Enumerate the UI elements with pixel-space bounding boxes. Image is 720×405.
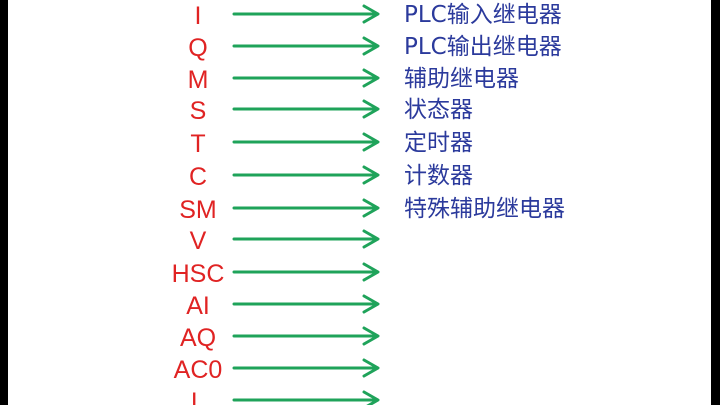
arrow-right-icon [232,99,380,119]
arrow-right-icon [232,132,380,152]
right-letterbox [711,0,720,405]
arrow-right-icon [232,390,380,405]
left-letterbox [0,0,8,405]
register-code: I [194,2,202,30]
arrow-right-icon [232,165,380,185]
mapping-row: C 计数器 [8,161,711,193]
arrow-right-icon [232,358,380,378]
arrow-right-icon [232,36,380,56]
mapping-row: SM 特殊辅助继电器 [8,194,711,226]
register-description: 特殊辅助继电器 [404,196,565,222]
register-code: Q [188,34,208,62]
register-description: PLC输入继电器 [404,2,562,28]
register-code: AQ [179,324,217,352]
register-code: T [190,130,206,158]
mapping-row: M 辅助继电器 [8,64,711,96]
register-code: M [187,66,209,94]
mapping-row: HSC [8,258,711,290]
mapping-row: S 状态器 [8,95,711,127]
mapping-row: AI [8,290,711,322]
diagram-panel: I PLC输入继电器 Q PLC输出继电器 M 辅助继电器 S 状态器 T 定时器 C 计数器 SM 特殊… [8,0,711,405]
arrow-right-icon [232,294,380,314]
mapping-row: L [8,386,711,405]
register-description: PLC输出继电器 [404,34,562,60]
mapping-row: AQ [8,322,711,354]
register-code: SM [179,196,217,224]
mapping-row: Q PLC输出继电器 [8,32,711,64]
register-code: C [188,163,208,191]
register-code: V [189,227,207,255]
arrow-right-icon [232,326,380,346]
register-code: S [189,97,207,125]
mapping-row: I PLC输入继电器 [8,0,711,32]
register-description: 计数器 [404,163,473,189]
register-code: L [191,388,205,405]
arrow-right-icon [232,68,380,88]
arrow-right-icon [232,4,380,24]
arrow-right-icon [232,262,380,282]
register-description: 辅助继电器 [404,66,519,92]
register-code: AI [186,292,210,320]
register-code: HSC [171,260,225,288]
register-description: 定时器 [404,130,473,156]
register-description: 状态器 [404,97,473,123]
arrow-right-icon [232,229,380,249]
arrow-right-icon [232,198,380,218]
mapping-row: AC0 [8,354,711,386]
register-code: AC0 [173,356,223,384]
mapping-row: T 定时器 [8,128,711,160]
mapping-row: V [8,225,711,257]
